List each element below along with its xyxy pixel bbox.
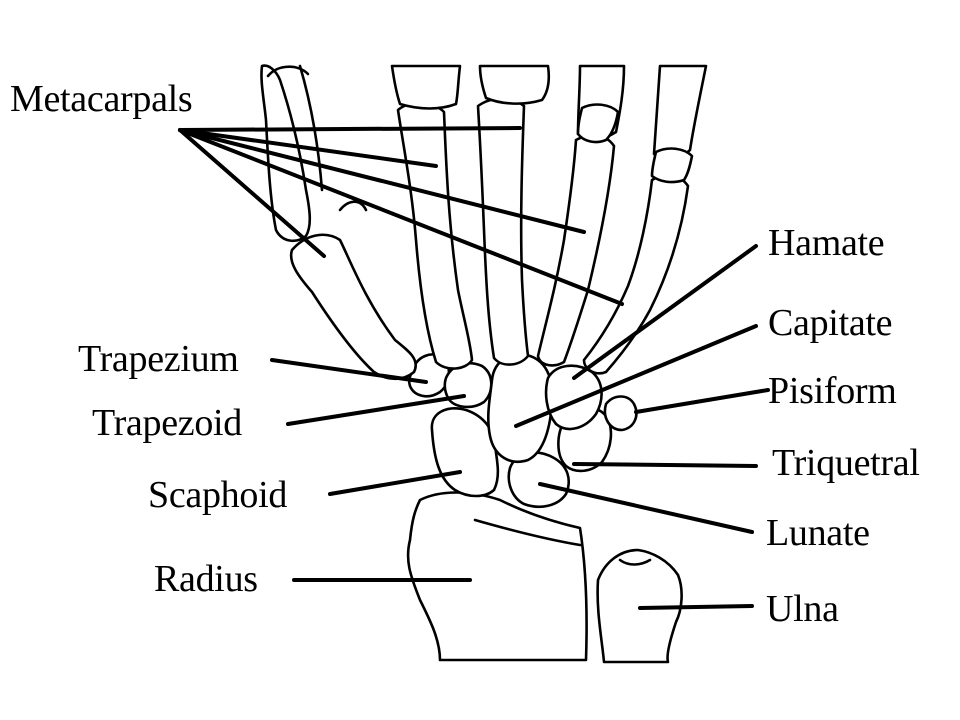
- little-phalanx-segment: [650, 147, 694, 184]
- triquetral-leader: [572, 462, 758, 468]
- capitate-label: Capitate: [768, 302, 893, 344]
- radius-label: Radius: [154, 558, 258, 600]
- ulna-leader: [638, 604, 754, 610]
- hamate-leader: [572, 244, 758, 380]
- metacarpal-2: [396, 101, 474, 370]
- outer-hand-contour: [298, 64, 368, 212]
- scaphoid-label: Scaphoid: [148, 474, 288, 516]
- scaphoid-leader: [328, 470, 462, 496]
- metacarpals-leaders: [178, 126, 624, 306]
- hamate-label: Hamate: [768, 222, 885, 264]
- middle-proximal-phalanx: [478, 64, 551, 105]
- metacarpal-5: [582, 173, 690, 375]
- trapezoid-label: Trapezoid: [92, 402, 242, 444]
- trapezium-label: Trapezium: [78, 338, 239, 380]
- thumb-phalanx: [260, 64, 312, 243]
- pisiform-leader: [634, 388, 770, 414]
- ring-phalanx-segment: [576, 103, 620, 144]
- trapezium-leader: [270, 358, 428, 384]
- pisiform-bone: [603, 395, 638, 432]
- triquetral-label: Triquetral: [772, 442, 920, 484]
- ulna-label: Ulna: [766, 588, 839, 630]
- radius-articular-surface: [473, 518, 582, 547]
- metacarpal-3: [476, 97, 530, 366]
- index-proximal-phalanx: [390, 64, 462, 110]
- pisiform-label: Pisiform: [768, 370, 897, 412]
- trapezoid-leader: [286, 394, 466, 426]
- metacarpal-4: [536, 133, 616, 367]
- little-proximal-phalanx: [652, 64, 708, 161]
- thumb-phalanx-joint: [266, 65, 310, 78]
- lunate-leader: [538, 482, 754, 534]
- metacarpal-1: [289, 233, 417, 381]
- ulna-styloid: [618, 558, 652, 566]
- metacarpals-label: Metacarpals: [10, 78, 193, 120]
- capitate-bone: [487, 353, 554, 463]
- capitate-leader: [514, 324, 758, 428]
- radius-bone: [406, 491, 588, 662]
- lunate-label: Lunate: [766, 512, 870, 554]
